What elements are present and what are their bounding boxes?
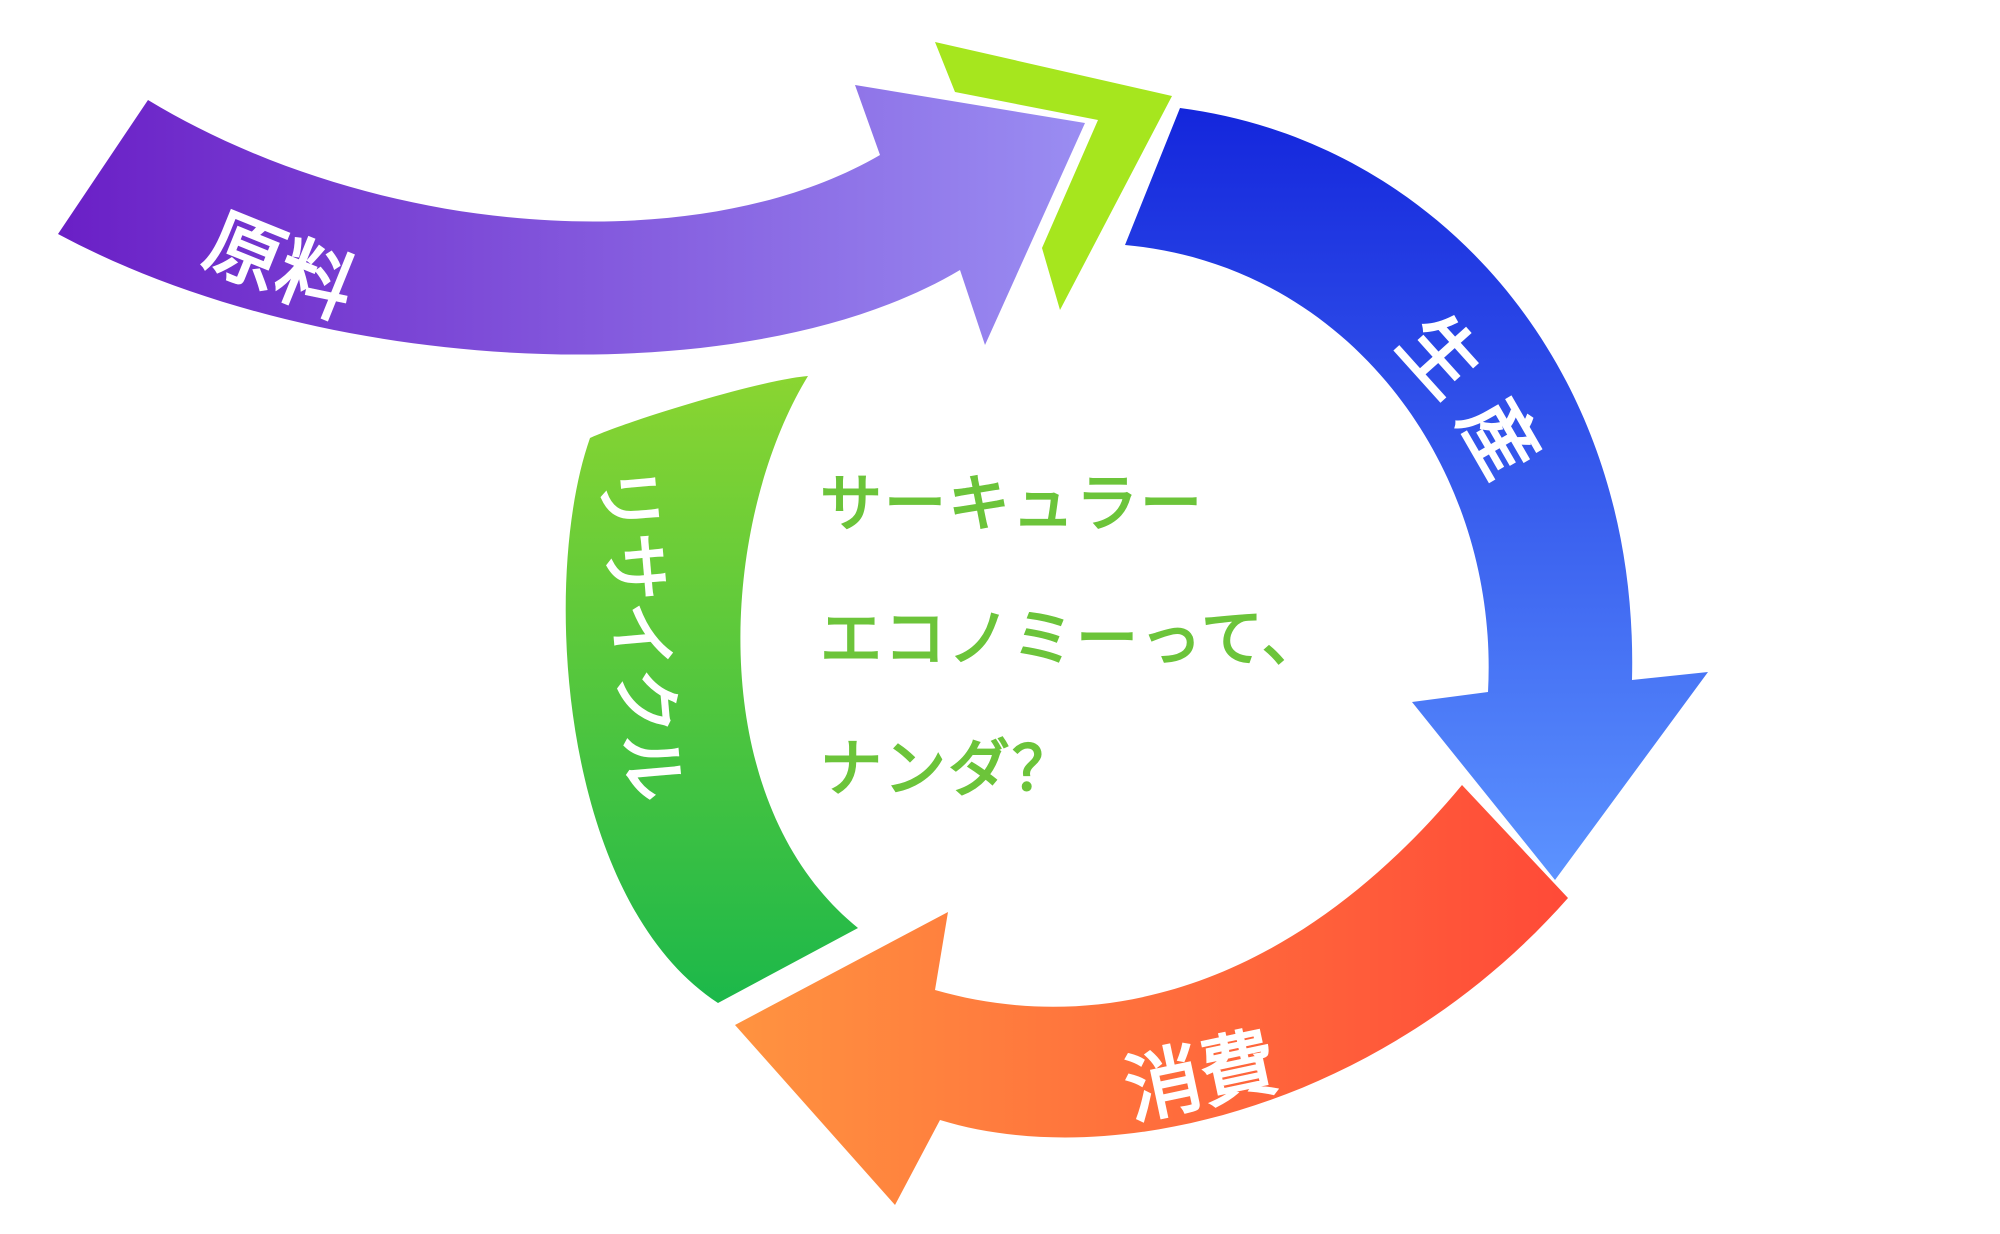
center-text-line-1: サーキュラー <box>820 467 1204 540</box>
consumption-arrow <box>735 785 1568 1205</box>
recycle-arrow <box>565 376 858 1003</box>
cycle-chevron <box>935 42 1172 310</box>
center-text-line-2: エコノミーって、 <box>820 602 1326 675</box>
raw-material-arrow <box>58 85 1085 355</box>
production-arrow <box>1125 108 1708 880</box>
center-text-line-3: ナンダ？ <box>820 732 1076 805</box>
